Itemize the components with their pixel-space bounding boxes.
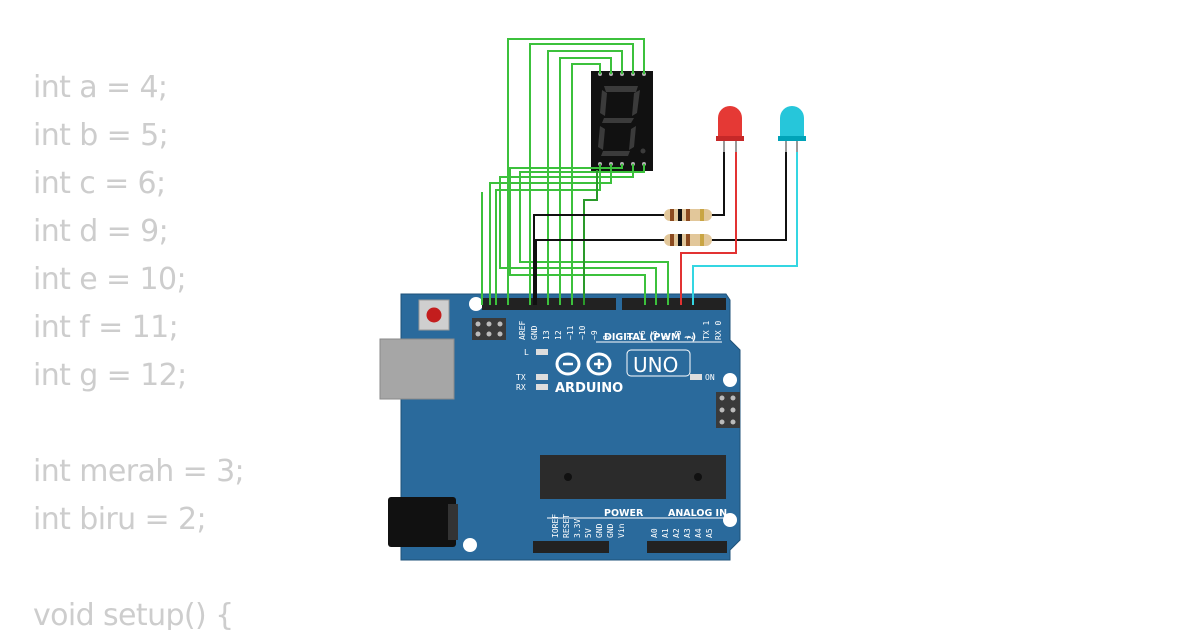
- led-l-indicator: [536, 349, 548, 355]
- pin-label: A5: [705, 528, 714, 538]
- reset-button[interactable]: [418, 299, 450, 331]
- pin-label: ~6: [638, 330, 647, 340]
- code-line[interactable]: int a = 4;: [33, 70, 168, 105]
- atmega-chip: [540, 455, 726, 499]
- pin-label: 13: [542, 330, 551, 340]
- pin-label: AREF: [518, 321, 527, 340]
- uno-label: UNO: [633, 353, 678, 377]
- power-header[interactable]: [533, 541, 609, 553]
- pin-label: RX 0: [714, 321, 723, 340]
- pin-label: Vin: [617, 523, 626, 538]
- pin-label: IOREF: [551, 514, 560, 538]
- pin-label: 4: [662, 335, 671, 340]
- mounting-hole: [723, 373, 737, 387]
- led-l-label: L: [524, 348, 529, 357]
- pin-label: A4: [694, 528, 703, 538]
- seven-segment-display[interactable]: [591, 71, 653, 171]
- pin-label: GND: [530, 325, 539, 340]
- green-wires[interactable]: [481, 38, 669, 305]
- seven-segment-dp: [640, 148, 646, 154]
- mounting-hole: [463, 538, 477, 552]
- led-rx-label: RX: [516, 383, 526, 392]
- power-header-label: POWER: [604, 508, 644, 519]
- pin-label: ~11: [566, 325, 575, 340]
- on-label: ON: [705, 373, 715, 382]
- digital-header-right[interactable]: [622, 298, 726, 310]
- digital-header-label: DIGITAL (PWM ~): [604, 332, 696, 343]
- code-line[interactable]: int merah = 3;: [33, 454, 245, 489]
- icsp-header-top: [472, 318, 506, 340]
- pin-label: 7: [626, 335, 635, 340]
- green-wire-gnd[interactable]: [583, 170, 598, 305]
- code-line[interactable]: void setup() {: [33, 598, 234, 630]
- pin-label: ~3: [674, 330, 683, 340]
- cyan-wire[interactable]: [692, 150, 798, 305]
- uno-badge: [626, 349, 691, 377]
- pin-label: 12: [554, 330, 563, 340]
- analog-header[interactable]: [647, 541, 727, 553]
- power-jack: [388, 497, 458, 547]
- code-line[interactable]: int b = 5;: [33, 118, 169, 153]
- pin-label: ~5: [650, 330, 659, 340]
- arduino-brand: ARDUINO: [555, 381, 623, 396]
- pin-label: ~9: [590, 330, 599, 340]
- usb-connector: [379, 338, 455, 400]
- led-tx-indicator: [536, 374, 548, 380]
- pin-label: A0: [650, 528, 659, 538]
- mounting-hole: [723, 513, 737, 527]
- black-wires[interactable]: [533, 150, 787, 305]
- pin-label: 8: [602, 335, 611, 340]
- code-line[interactable]: int e = 10;: [33, 262, 187, 297]
- pin-label: TX 1: [702, 321, 711, 340]
- led-rx-indicator: [536, 384, 548, 390]
- pin-label: 3.3V: [573, 519, 582, 538]
- pin-label: A1: [661, 528, 670, 538]
- code-line[interactable]: int biru = 2;: [33, 502, 207, 537]
- code-line[interactable]: int d = 9;: [33, 214, 169, 249]
- led-tx-label: TX: [516, 373, 526, 382]
- resistor-1[interactable]: [664, 209, 712, 221]
- resistor-2[interactable]: [664, 234, 712, 246]
- pin-label: A2: [672, 528, 681, 538]
- code-line[interactable]: int g = 12;: [33, 358, 187, 393]
- code-line[interactable]: int c = 6;: [33, 166, 166, 201]
- code-editor-panel[interactable]: int a = 4; int b = 5; int c = 6; int d = 9;…: [33, 64, 363, 630]
- arduino-logo: [555, 352, 612, 376]
- pin-label: RESET: [562, 514, 571, 538]
- pin-label: ~10: [578, 325, 587, 340]
- pin-label: A3: [683, 528, 692, 538]
- code-line[interactable]: int f = 11;: [33, 310, 179, 345]
- pin-label: 5V: [584, 528, 593, 538]
- pin-label: GND: [606, 523, 615, 538]
- analog-header-label: ANALOG IN: [668, 508, 727, 519]
- red-wire[interactable]: [680, 150, 737, 305]
- icsp-header-right: [716, 392, 740, 428]
- pin-label: GND: [595, 523, 604, 538]
- led-blue[interactable]: [778, 106, 806, 152]
- led-on-indicator: [690, 374, 702, 380]
- led-red[interactable]: [716, 106, 744, 152]
- pin-label: 2: [686, 335, 695, 340]
- mounting-hole: [469, 297, 483, 311]
